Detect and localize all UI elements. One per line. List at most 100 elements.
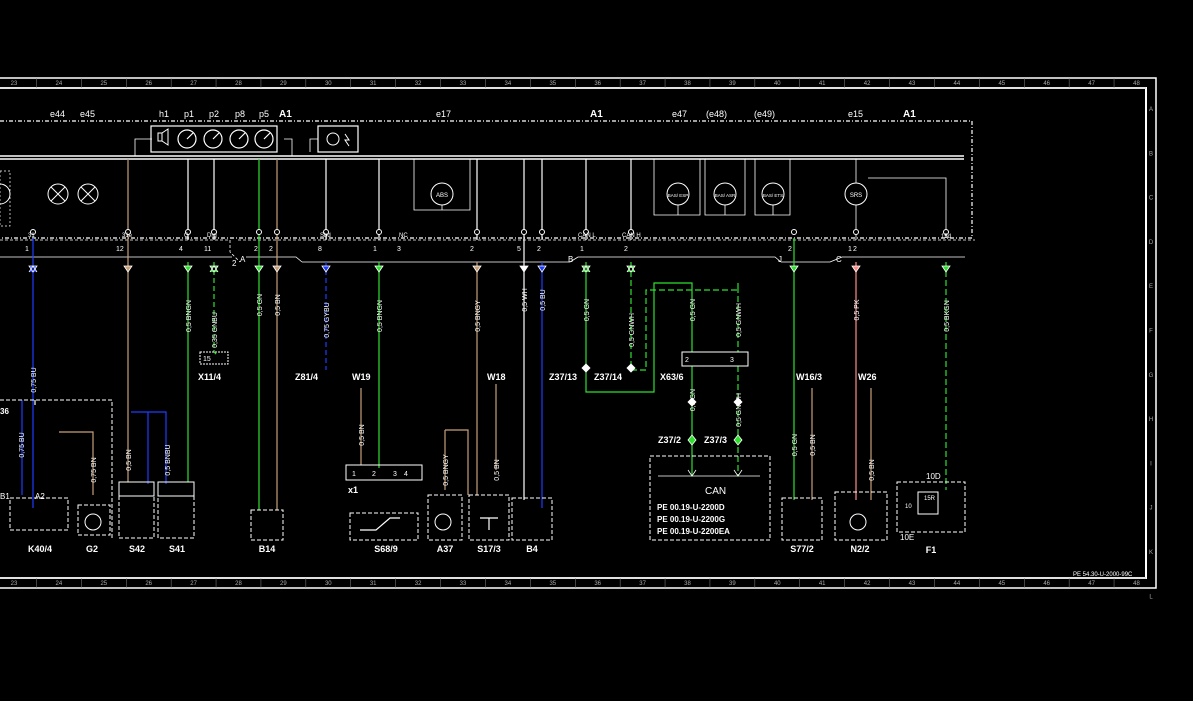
grid-col-label: 40 xyxy=(774,581,781,587)
svg-text:3: 3 xyxy=(393,471,397,478)
grid-col-label: 42 xyxy=(864,581,871,587)
wires xyxy=(21,159,947,510)
grid-col-label: 35 xyxy=(549,81,556,87)
svg-text:15d: 15d xyxy=(941,234,951,240)
svg-text:Z37/3: Z37/3 xyxy=(704,435,727,445)
svg-text:2: 2 xyxy=(232,259,237,268)
svg-text:2: 2 xyxy=(788,246,792,253)
wire-label: 0,75 GYBU xyxy=(324,302,331,337)
grid-col-label: 37 xyxy=(639,81,646,87)
grid-col-label: 39 xyxy=(729,581,736,587)
speaker-icon xyxy=(157,128,169,146)
svg-text:36: 36 xyxy=(0,407,9,416)
grid-col-label: 24 xyxy=(56,81,63,87)
cluster-label-a1-right: A1 xyxy=(903,109,916,120)
grid-col-label: 46 xyxy=(1043,581,1050,587)
svg-text:A37: A37 xyxy=(437,544,454,554)
svg-text:S17/3: S17/3 xyxy=(477,544,501,554)
grid-col-label: 23 xyxy=(11,81,18,87)
cluster-pin-markers xyxy=(30,229,949,235)
svg-text:W18: W18 xyxy=(487,372,506,382)
grid-row-label: A xyxy=(1149,107,1153,113)
wire-label: 0,5 BNGN xyxy=(186,300,193,332)
grid-col-label: 44 xyxy=(954,581,961,587)
svg-text:ABS: ABS xyxy=(436,193,448,199)
grid-col-label: 31 xyxy=(370,81,377,87)
svg-text:x1: x1 xyxy=(348,485,358,495)
grid-col-label: 33 xyxy=(460,581,467,587)
wire-label: 0,5 BN xyxy=(869,459,876,480)
svg-text:e47: e47 xyxy=(672,109,687,119)
grid-col-label: 35 xyxy=(549,581,556,587)
grid-row-label: I xyxy=(1150,461,1152,467)
svg-text:p8: p8 xyxy=(235,109,245,119)
grid-col-label: 40 xyxy=(774,81,781,87)
wire-label: 0,5 BU xyxy=(540,289,547,310)
svg-text:p2: p2 xyxy=(209,109,219,119)
wire-label: 0,5 BN xyxy=(126,449,133,470)
grid-col-label: 32 xyxy=(415,581,422,587)
wire-label: 0,5 GNWH xyxy=(736,303,743,337)
svg-text:Z37/2: Z37/2 xyxy=(658,435,681,445)
node-boxes xyxy=(199,351,771,541)
svg-text:15R: 15R xyxy=(924,496,936,502)
svg-text:C: C xyxy=(836,255,842,264)
grid-col-label: 29 xyxy=(280,581,287,587)
svg-text:3: 3 xyxy=(397,246,401,253)
wire-label: 0,5 BNGY xyxy=(475,300,482,332)
wire-label: 0,5 BN xyxy=(275,294,282,315)
wire-label: 0,5 GN xyxy=(690,389,697,411)
grid-row-label: D xyxy=(1149,240,1154,246)
svg-text:Z37/14: Z37/14 xyxy=(594,372,622,382)
grid-col-label: 36 xyxy=(594,81,601,87)
wire-label: 0,5 GN xyxy=(584,299,591,321)
svg-text:S77/2: S77/2 xyxy=(790,544,814,554)
svg-text:S42: S42 xyxy=(129,544,145,554)
svg-text:8: 8 xyxy=(318,246,322,253)
grid-col-label: 34 xyxy=(505,581,512,587)
svg-text:1: 1 xyxy=(373,246,377,253)
svg-text:(e49): (e49) xyxy=(754,109,775,119)
wire-label: 0,5 GNWH xyxy=(736,393,743,427)
svg-text:B14: B14 xyxy=(259,544,276,554)
svg-text:SRS: SRS xyxy=(850,193,862,199)
svg-text:W16/3: W16/3 xyxy=(796,372,822,382)
instrument-cluster xyxy=(0,120,975,263)
grid-row-label: E xyxy=(1149,284,1153,290)
svg-text:BAS/ ASR: BAS/ ASR xyxy=(715,193,736,198)
grid-col-label: 39 xyxy=(729,81,736,87)
svg-text:4: 4 xyxy=(179,246,183,253)
svg-text:2: 2 xyxy=(853,246,857,253)
wire-label: 0,75 BU xyxy=(19,432,26,457)
wire-label: 0,5 BN xyxy=(494,459,501,480)
wire-label: 0,5 BNBU xyxy=(165,444,172,475)
svg-text:4: 4 xyxy=(404,471,408,478)
wire-label: 0,5 PK xyxy=(854,299,861,320)
wire-label: 0,5 GNWH xyxy=(629,313,636,347)
grid-col-label: 29 xyxy=(280,81,287,87)
grid-col-label: 45 xyxy=(998,81,1005,87)
grid-col-label: 32 xyxy=(415,81,422,87)
svg-text:10: 10 xyxy=(905,504,912,510)
svg-text:A: A xyxy=(240,255,246,264)
grid-col-label: 48 xyxy=(1133,581,1140,587)
grid-col-label: 43 xyxy=(909,581,916,587)
wire-label: 0,5 GN xyxy=(792,434,799,456)
can-ref-2: PE 00.19-U-2200G xyxy=(657,515,725,524)
wire-label: 0,5 GN xyxy=(690,299,697,321)
svg-text:e45: e45 xyxy=(80,109,95,119)
grid-col-label: 45 xyxy=(998,581,1005,587)
svg-text:K40/4: K40/4 xyxy=(28,544,52,554)
grid-col-label: 30 xyxy=(325,581,332,587)
wire-label: 0,5 BN xyxy=(810,434,817,455)
grid-row-label: C xyxy=(1149,196,1154,202)
svg-text:2: 2 xyxy=(254,246,258,253)
svg-text:e15: e15 xyxy=(848,109,863,119)
grid-col-label: 44 xyxy=(954,81,961,87)
cluster-labels: A1 A1 A1 e44 e45 h1 p1 p2 p8 p5 e17 e47 … xyxy=(50,109,916,120)
grid-col-label: 26 xyxy=(145,81,152,87)
svg-text:J: J xyxy=(778,255,782,264)
svg-text:15: 15 xyxy=(203,356,211,363)
connector-arrows xyxy=(28,265,951,477)
